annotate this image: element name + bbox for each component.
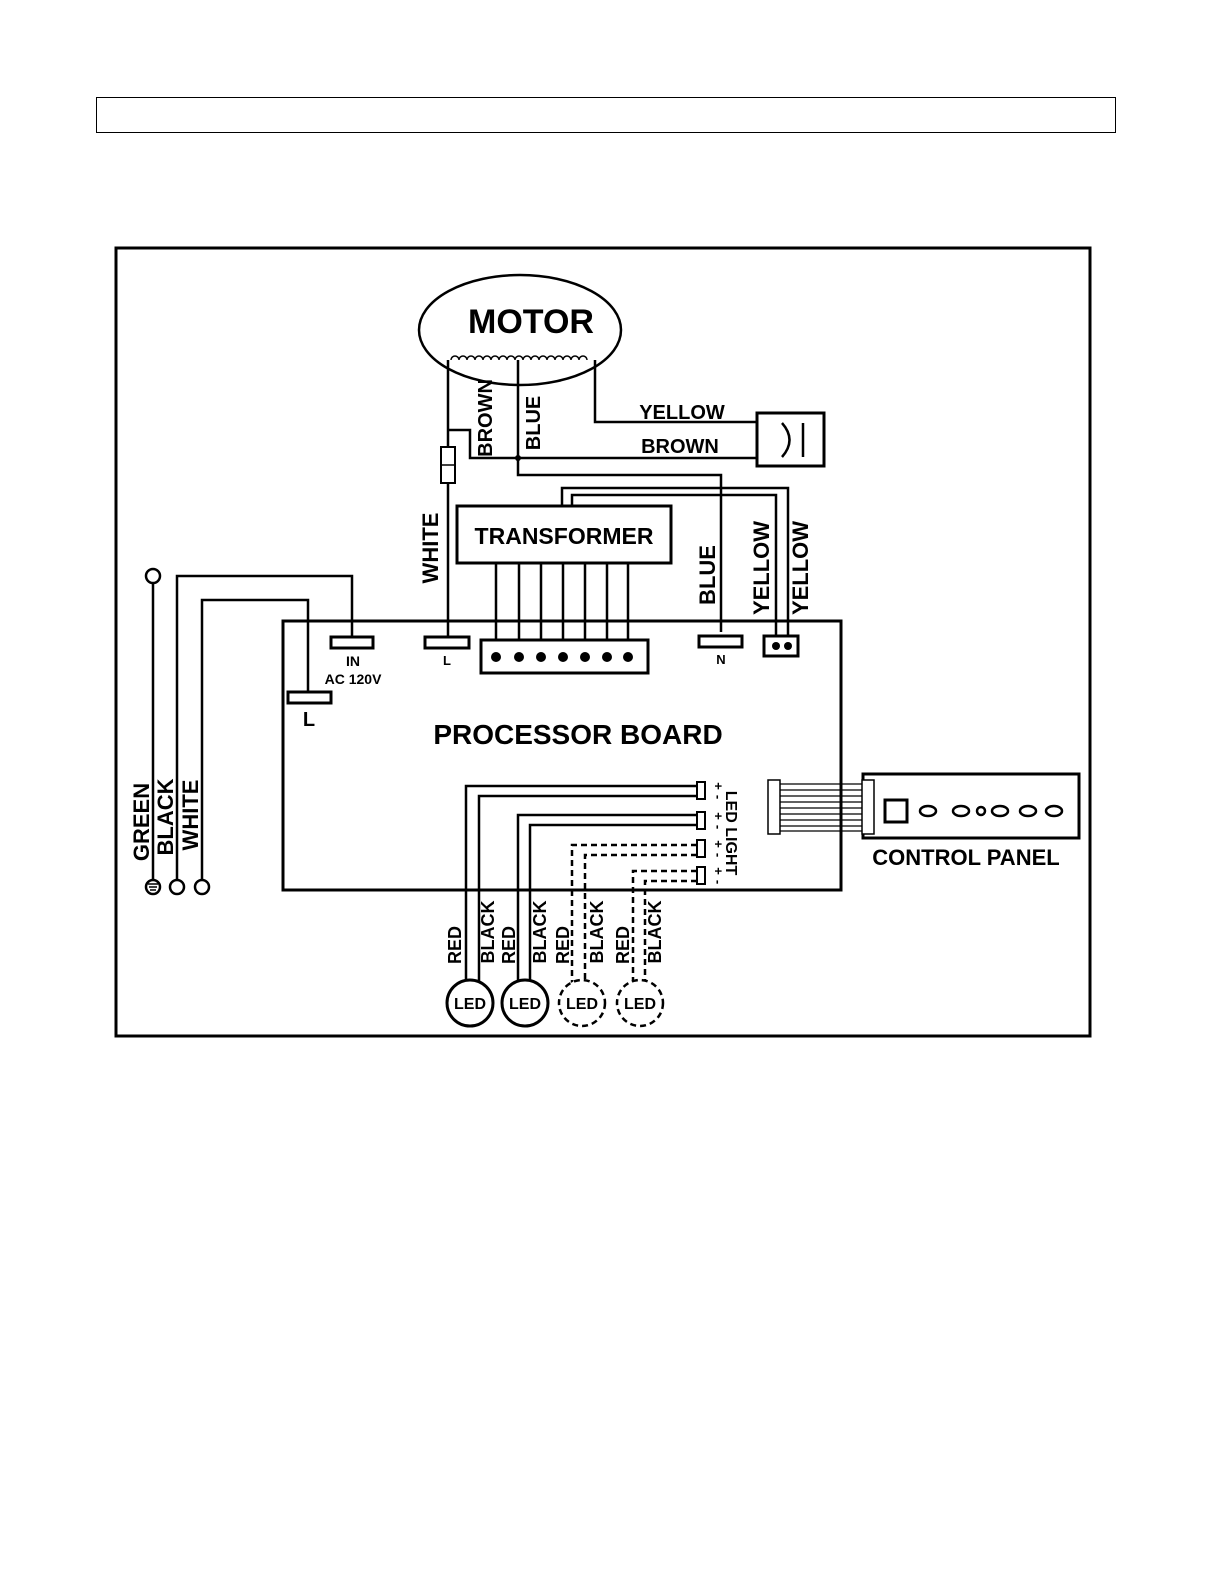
label-led1-black: BLACK [478, 901, 498, 964]
label-brown-cap: BROWN [641, 436, 719, 458]
terminal-in-label: IN [346, 653, 360, 669]
terminal-l [425, 637, 469, 648]
label-led3-black: BLACK [587, 901, 607, 964]
label-led1-red: RED [445, 926, 465, 964]
led-connector-4 [697, 867, 705, 884]
terminal-n [699, 636, 742, 647]
ribbon-connector-left [768, 780, 780, 834]
terminal-n-label: N [716, 652, 725, 667]
label-led2-black: BLACK [530, 901, 550, 964]
connector-pin-6 [602, 652, 612, 662]
label-blue-motor: BLUE [523, 396, 545, 450]
ribbon-cable [780, 784, 862, 831]
terminal-l-input [288, 692, 331, 703]
label-yellow-cap: YELLOW [639, 402, 725, 424]
led-connector-2 [697, 812, 705, 829]
white-supply-terminal [195, 880, 209, 894]
label-led4-black: BLACK [645, 901, 665, 964]
label-led2-red: RED [499, 926, 519, 964]
minus-4: - [711, 880, 726, 884]
label-led4-red: RED [613, 926, 633, 964]
wire-led4-red [633, 871, 697, 985]
connector-pin-3 [536, 652, 546, 662]
led-light-label: LED LIGHT [722, 791, 739, 876]
terminal-l-label: L [443, 653, 451, 668]
ac-voltage-label: AC 120V [325, 671, 382, 687]
led-3-label: LED [566, 996, 598, 1013]
label-led3-red: RED [553, 926, 573, 964]
processor-board-label: PROCESSOR BOARD [433, 719, 722, 750]
yellow-connector-pin-2 [784, 642, 792, 650]
led-1-label: LED [454, 996, 486, 1013]
black-supply-terminal [170, 880, 184, 894]
connector-pin-1 [491, 652, 501, 662]
led-connector-3 [697, 840, 705, 857]
led-4-label: LED [624, 996, 656, 1013]
plus-1: + [711, 782, 726, 790]
transformer-label: TRANSFORMER [475, 523, 654, 549]
control-panel-label: CONTROL PANEL [872, 845, 1059, 870]
yellow-connector [764, 636, 798, 656]
connector-pin-7 [623, 652, 633, 662]
label-white-supply: WHITE [178, 780, 203, 851]
motor-label: MOTOR [468, 303, 594, 341]
connector-pin-4 [558, 652, 568, 662]
terminal-l-input-label: L [303, 709, 315, 731]
label-blue-n: BLUE [695, 545, 720, 605]
label-black-supply: BLACK [153, 778, 178, 855]
wire-white-supply [202, 600, 308, 880]
label-yellow-2: YELLOW [788, 521, 813, 615]
connector-pin-2 [514, 652, 524, 662]
label-yellow-1: YELLOW [749, 521, 774, 615]
label-green: GREEN [129, 783, 154, 861]
label-white: WHITE [418, 513, 443, 584]
yellow-connector-pin-1 [772, 642, 780, 650]
ribbon-connector-right [862, 780, 874, 834]
connector-pin-5 [580, 652, 590, 662]
terminal-in [331, 637, 373, 648]
led-connector-1 [697, 782, 705, 799]
led-2-label: LED [509, 996, 541, 1013]
label-brown-motor: BROWN [475, 379, 497, 457]
green-wire-end [146, 569, 160, 583]
panel-display [885, 800, 907, 822]
